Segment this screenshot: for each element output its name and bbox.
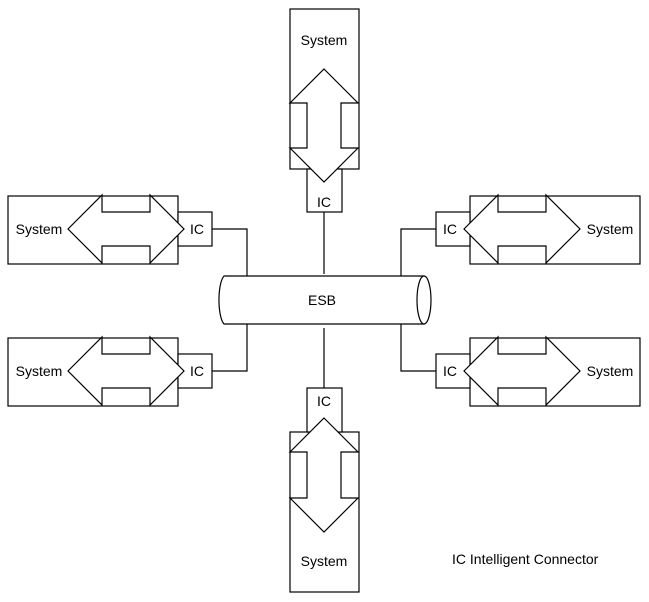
- connector-label-left-bottom: IC: [190, 363, 204, 379]
- system-right-top: System IC: [435, 193, 641, 265]
- system-top: System IC: [288, 8, 360, 213]
- connector-label-right-top: IC: [443, 221, 457, 237]
- arrow-icon-right-top: [463, 193, 581, 265]
- system-left-bottom: System IC: [7, 335, 213, 407]
- system-bottom: System IC: [288, 387, 360, 593]
- system-right-bottom: System IC: [435, 335, 641, 407]
- connector-label-bottom: IC: [317, 393, 331, 409]
- system-label-right-top: System: [587, 221, 634, 237]
- connector-label-left-top: IC: [190, 221, 204, 237]
- connector-lines: [212, 212, 436, 388]
- arrow-icon-left-top: [67, 193, 185, 265]
- arrow-icon-right-bottom: [463, 335, 581, 407]
- system-label-right-bottom: System: [587, 363, 634, 379]
- arrow-icon-bottom: [288, 417, 360, 533]
- esb-bus: ESB: [218, 275, 432, 325]
- system-label-bottom: System: [301, 553, 348, 569]
- esb-label: ESB: [308, 292, 336, 308]
- connector-label-top: IC: [317, 194, 331, 210]
- system-label-top: System: [301, 32, 348, 48]
- system-left-top: System IC: [7, 193, 213, 265]
- system-label-left-bottom: System: [16, 363, 63, 379]
- connector-label-right-bottom: IC: [443, 363, 457, 379]
- arrow-icon-top: [288, 68, 360, 183]
- system-label-left-top: System: [16, 221, 63, 237]
- legend-text: IC Intelligent Connector: [452, 551, 599, 567]
- arrow-icon-left-bottom: [67, 335, 185, 407]
